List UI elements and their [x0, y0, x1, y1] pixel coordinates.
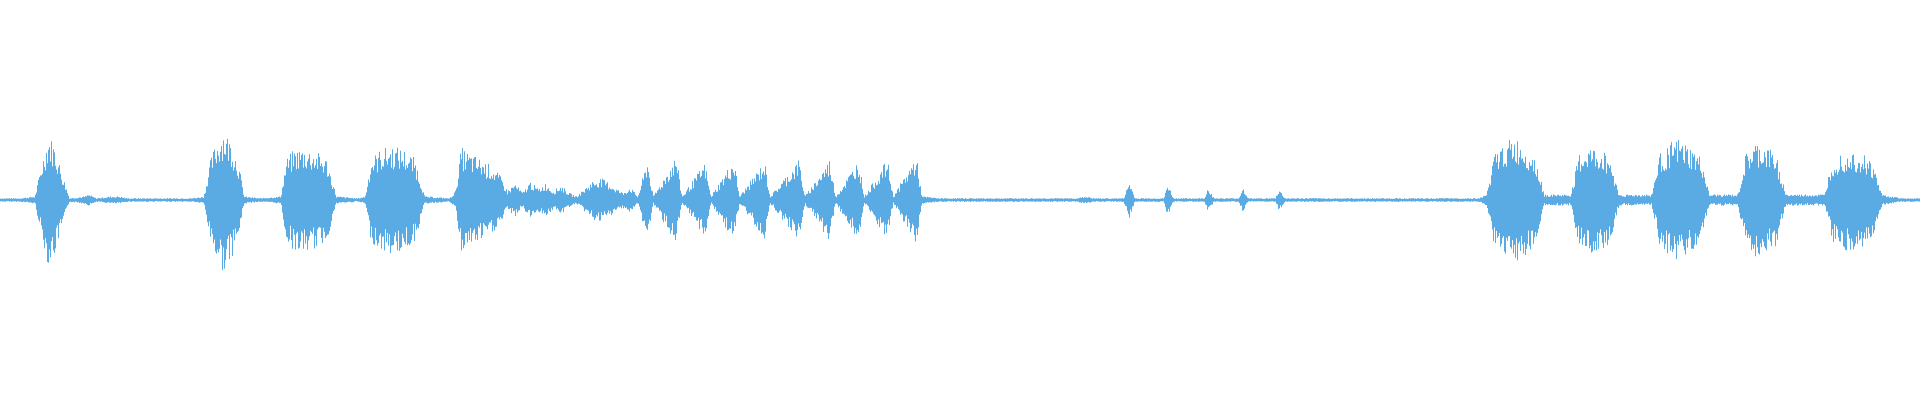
waveform-bars [0, 138, 1920, 271]
